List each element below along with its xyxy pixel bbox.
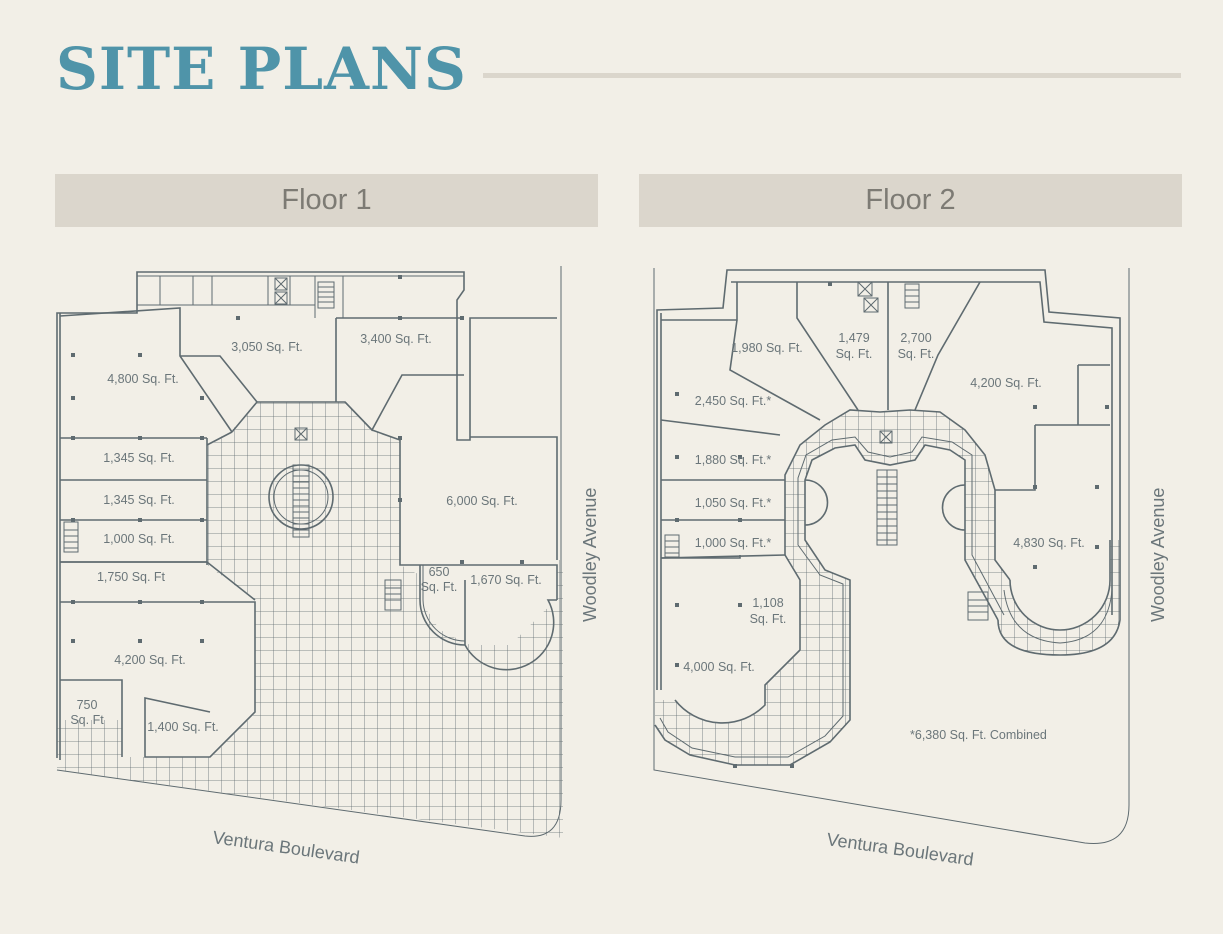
floor-2-unit-2700-num: 2,700 <box>900 331 931 345</box>
floor-1-unit-750-unit: Sq. Ft <box>70 713 104 727</box>
floor-2-property-line <box>653 268 1130 845</box>
floor-2-unit-1980: 1,980 Sq. Ft. <box>731 341 803 355</box>
floor-2-building-outline <box>656 269 1121 690</box>
floor-1-header: Floor 1 <box>55 174 598 227</box>
floor-1-property-line <box>56 266 562 837</box>
floor-2-unit-1880: 1,880 Sq. Ft.* <box>695 453 772 467</box>
floor-2-unit-1479-unit: Sq. Ft. <box>836 347 873 361</box>
floor-2-plan: 1,980 Sq. Ft. 1,479 Sq. Ft. 2,700 Sq. Ft… <box>653 268 1168 870</box>
floor-1-unit-4800: 4,800 Sq. Ft. <box>107 372 179 386</box>
floor-1-unit-650-num: 650 <box>429 565 450 579</box>
floor-2-unit-4200: 4,200 Sq. Ft. <box>970 376 1042 390</box>
floor-2-unit-1108-unit: Sq. Ft. <box>750 612 787 626</box>
floor-1-street-bottom: Ventura Boulevard <box>211 827 360 867</box>
page-title: SITE PLANS <box>56 35 467 103</box>
floor-1-plaza-grid <box>57 402 563 838</box>
floor-1-unit-1345-b: 1,345 Sq. Ft. <box>103 493 175 507</box>
floor-2-unit-4830: 4,830 Sq. Ft. <box>1013 536 1085 550</box>
floor-2-combined-note: *6,380 Sq. Ft. Combined <box>910 728 1047 742</box>
floor-2-unit-2450: 2,450 Sq. Ft.* <box>695 394 772 408</box>
floor-1-unit-1670: 1,670 Sq. Ft. <box>470 573 542 587</box>
floor-2-unit-1108-num: 1,108 <box>752 596 783 610</box>
floor-1-unit-750-num: 750 <box>77 698 98 712</box>
floor-1-unit-3050: 3,050 Sq. Ft. <box>231 340 303 354</box>
floor-2-unit-2700-unit: Sq. Ft. <box>898 347 935 361</box>
title-divider <box>483 73 1181 78</box>
floor-2-unit-4000: 4,000 Sq. Ft. <box>683 660 755 674</box>
floor-1-unit-1400: 1,400 Sq. Ft. <box>147 720 219 734</box>
floor-2-unit-1000: 1,000 Sq. Ft.* <box>695 536 772 550</box>
floor-1-unit-1000: 1,000 Sq. Ft. <box>103 532 175 546</box>
floor-2-unit-1050: 1,050 Sq. Ft.* <box>695 496 772 510</box>
floor-2-walkway-grid <box>655 410 1120 765</box>
floor-1-unit-650-unit: Sq. Ft. <box>421 580 458 594</box>
floor-1-unit-1750: 1,750 Sq. Ft <box>97 570 166 584</box>
floor-2-unit-1479-num: 1,479 <box>838 331 869 345</box>
floor-1-plan: 4,800 Sq. Ft. 3,050 Sq. Ft. 3,400 Sq. Ft… <box>56 266 600 868</box>
floor-1-unit-1345-a: 1,345 Sq. Ft. <box>103 451 175 465</box>
floor-2-street-bottom: Ventura Boulevard <box>825 829 974 869</box>
floor-1-street-right: Woodley Avenue <box>580 488 600 622</box>
floor-1-unit-6000: 6,000 Sq. Ft. <box>446 494 518 508</box>
floor-1-unit-4200: 4,200 Sq. Ft. <box>114 653 186 667</box>
floor-2-street-right: Woodley Avenue <box>1148 488 1168 622</box>
floor-2-header: Floor 2 <box>639 174 1182 227</box>
floor-1-unit-3400: 3,400 Sq. Ft. <box>360 332 432 346</box>
